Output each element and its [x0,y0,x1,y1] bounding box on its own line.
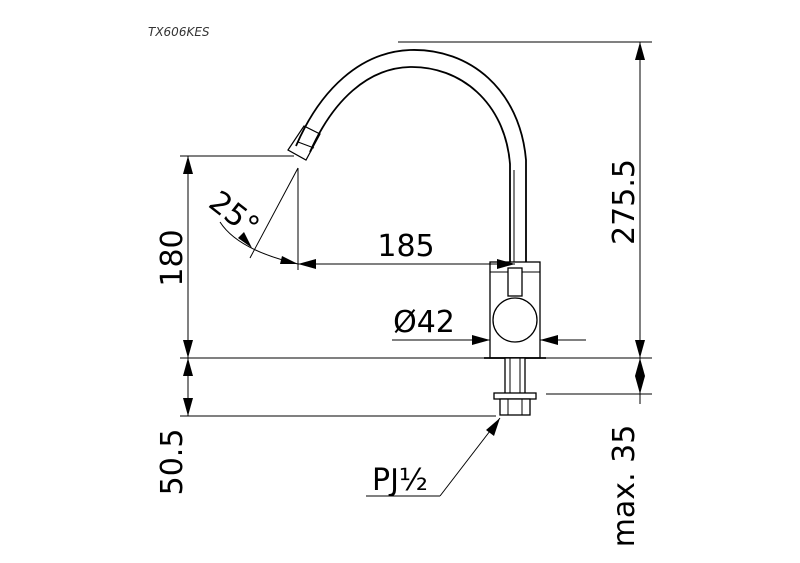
connection-thread-label: PJ½ [372,463,428,498]
body-diameter-label: Ø42 [393,305,455,340]
extension-lines [180,41,652,417]
model-code-label: TX606KES [148,25,210,39]
dimension-below-deck: 50.5 [155,358,193,495]
spray-angle-label: 25° [202,184,265,244]
total-height-label: 275.5 [607,159,642,245]
below-deck-label: 50.5 [155,429,190,496]
spout-height-label: 180 [155,229,190,286]
faucet-outline [287,49,546,416]
connection-thread-callout: PJ½ [366,417,501,498]
dimension-body-diameter: Ø42 [392,305,586,345]
dimension-spray-angle: 25° [202,167,299,265]
dimension-reach: 185 [298,229,515,269]
dimension-spout-height: 180 [155,156,193,358]
deck-thickness-label: max. 35 [607,425,642,548]
dimension-deck-thickness: max. 35 [607,358,645,547]
dimension-total-height: 275.5 [607,42,645,358]
reach-label: 185 [377,229,434,264]
